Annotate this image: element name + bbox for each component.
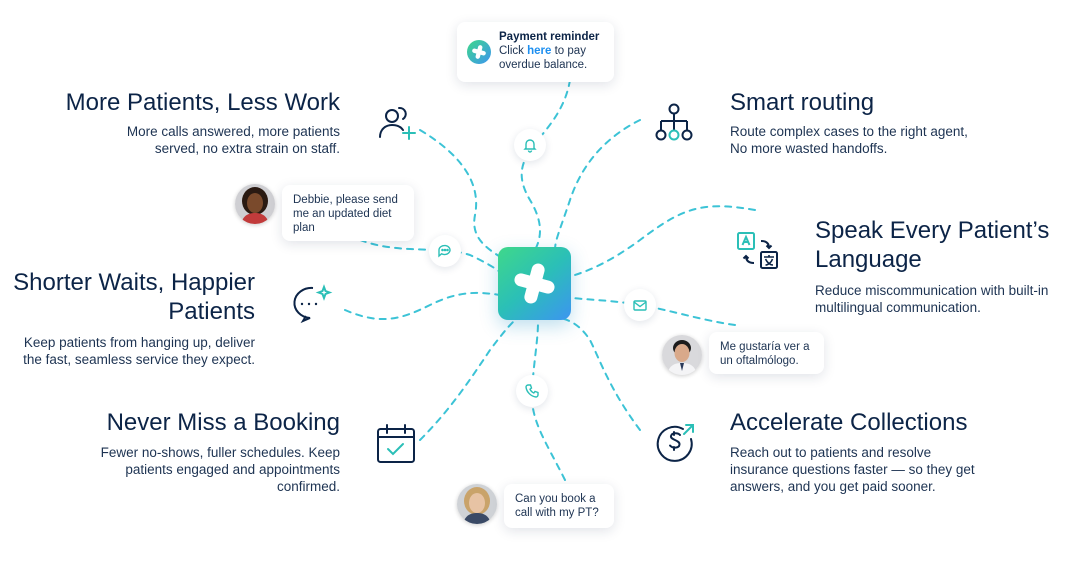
central-hub-logo <box>498 247 571 320</box>
feature-title: Never Miss a Booking <box>106 409 340 436</box>
feature-collections: Accelerate Collections Reach out to pati… <box>730 408 1030 495</box>
payment-line-1: Click here to pay <box>499 45 586 57</box>
chat-sparkle-icon <box>293 284 333 324</box>
dollar-arrow-icon <box>656 424 694 462</box>
org-chart-icon <box>655 103 693 141</box>
phone-node <box>516 375 548 407</box>
payment-link[interactable]: here <box>527 45 552 57</box>
line-shorter <box>344 291 501 321</box>
line-language <box>574 205 756 276</box>
translate-icon <box>737 232 778 269</box>
woman-avatar-icon <box>457 484 497 524</box>
add-user-icon <box>379 106 416 140</box>
feature-more-patients: More Patients, Less Work More calls answ… <box>20 88 340 157</box>
avatar-debbie <box>235 184 275 224</box>
plus-logo-icon <box>467 40 491 64</box>
feature-title: Accelerate Collections <box>730 409 968 436</box>
avatar-pt-patient <box>457 484 497 524</box>
feature-description: Route complex cases to the right agent,N… <box>730 124 968 156</box>
line-booking <box>419 319 516 441</box>
payment-line-2: overdue balance. <box>499 59 588 71</box>
line-routing <box>554 119 641 251</box>
mail-node <box>624 289 656 321</box>
line-payment <box>520 79 571 251</box>
line-collections <box>559 317 641 431</box>
feature-title: Smart routing <box>730 89 875 116</box>
woman-avatar-icon <box>235 184 275 224</box>
avatar-spanish-speaker <box>662 335 702 375</box>
line-debbie <box>359 239 501 273</box>
message-node <box>429 235 461 267</box>
bell-node <box>514 129 546 161</box>
line-more-patients <box>419 129 506 261</box>
message-icon <box>438 244 451 258</box>
payment-reminder-card: Payment reminder Click here to pay overd… <box>457 22 614 82</box>
mail-icon <box>633 300 647 311</box>
bell-icon <box>523 139 537 153</box>
payment-title: Payment reminder <box>499 31 600 43</box>
plus-logo-icon <box>514 263 555 304</box>
man-avatar-icon <box>662 335 702 375</box>
feature-smart-routing: Smart routing Route complex cases to the… <box>730 88 1030 157</box>
phone-icon <box>525 384 539 398</box>
feature-booking: Never Miss a Booking Fewer no-shows, ful… <box>40 408 340 495</box>
calendar-check-icon <box>377 424 415 463</box>
feature-title: More Patients, Less Work <box>65 89 340 116</box>
